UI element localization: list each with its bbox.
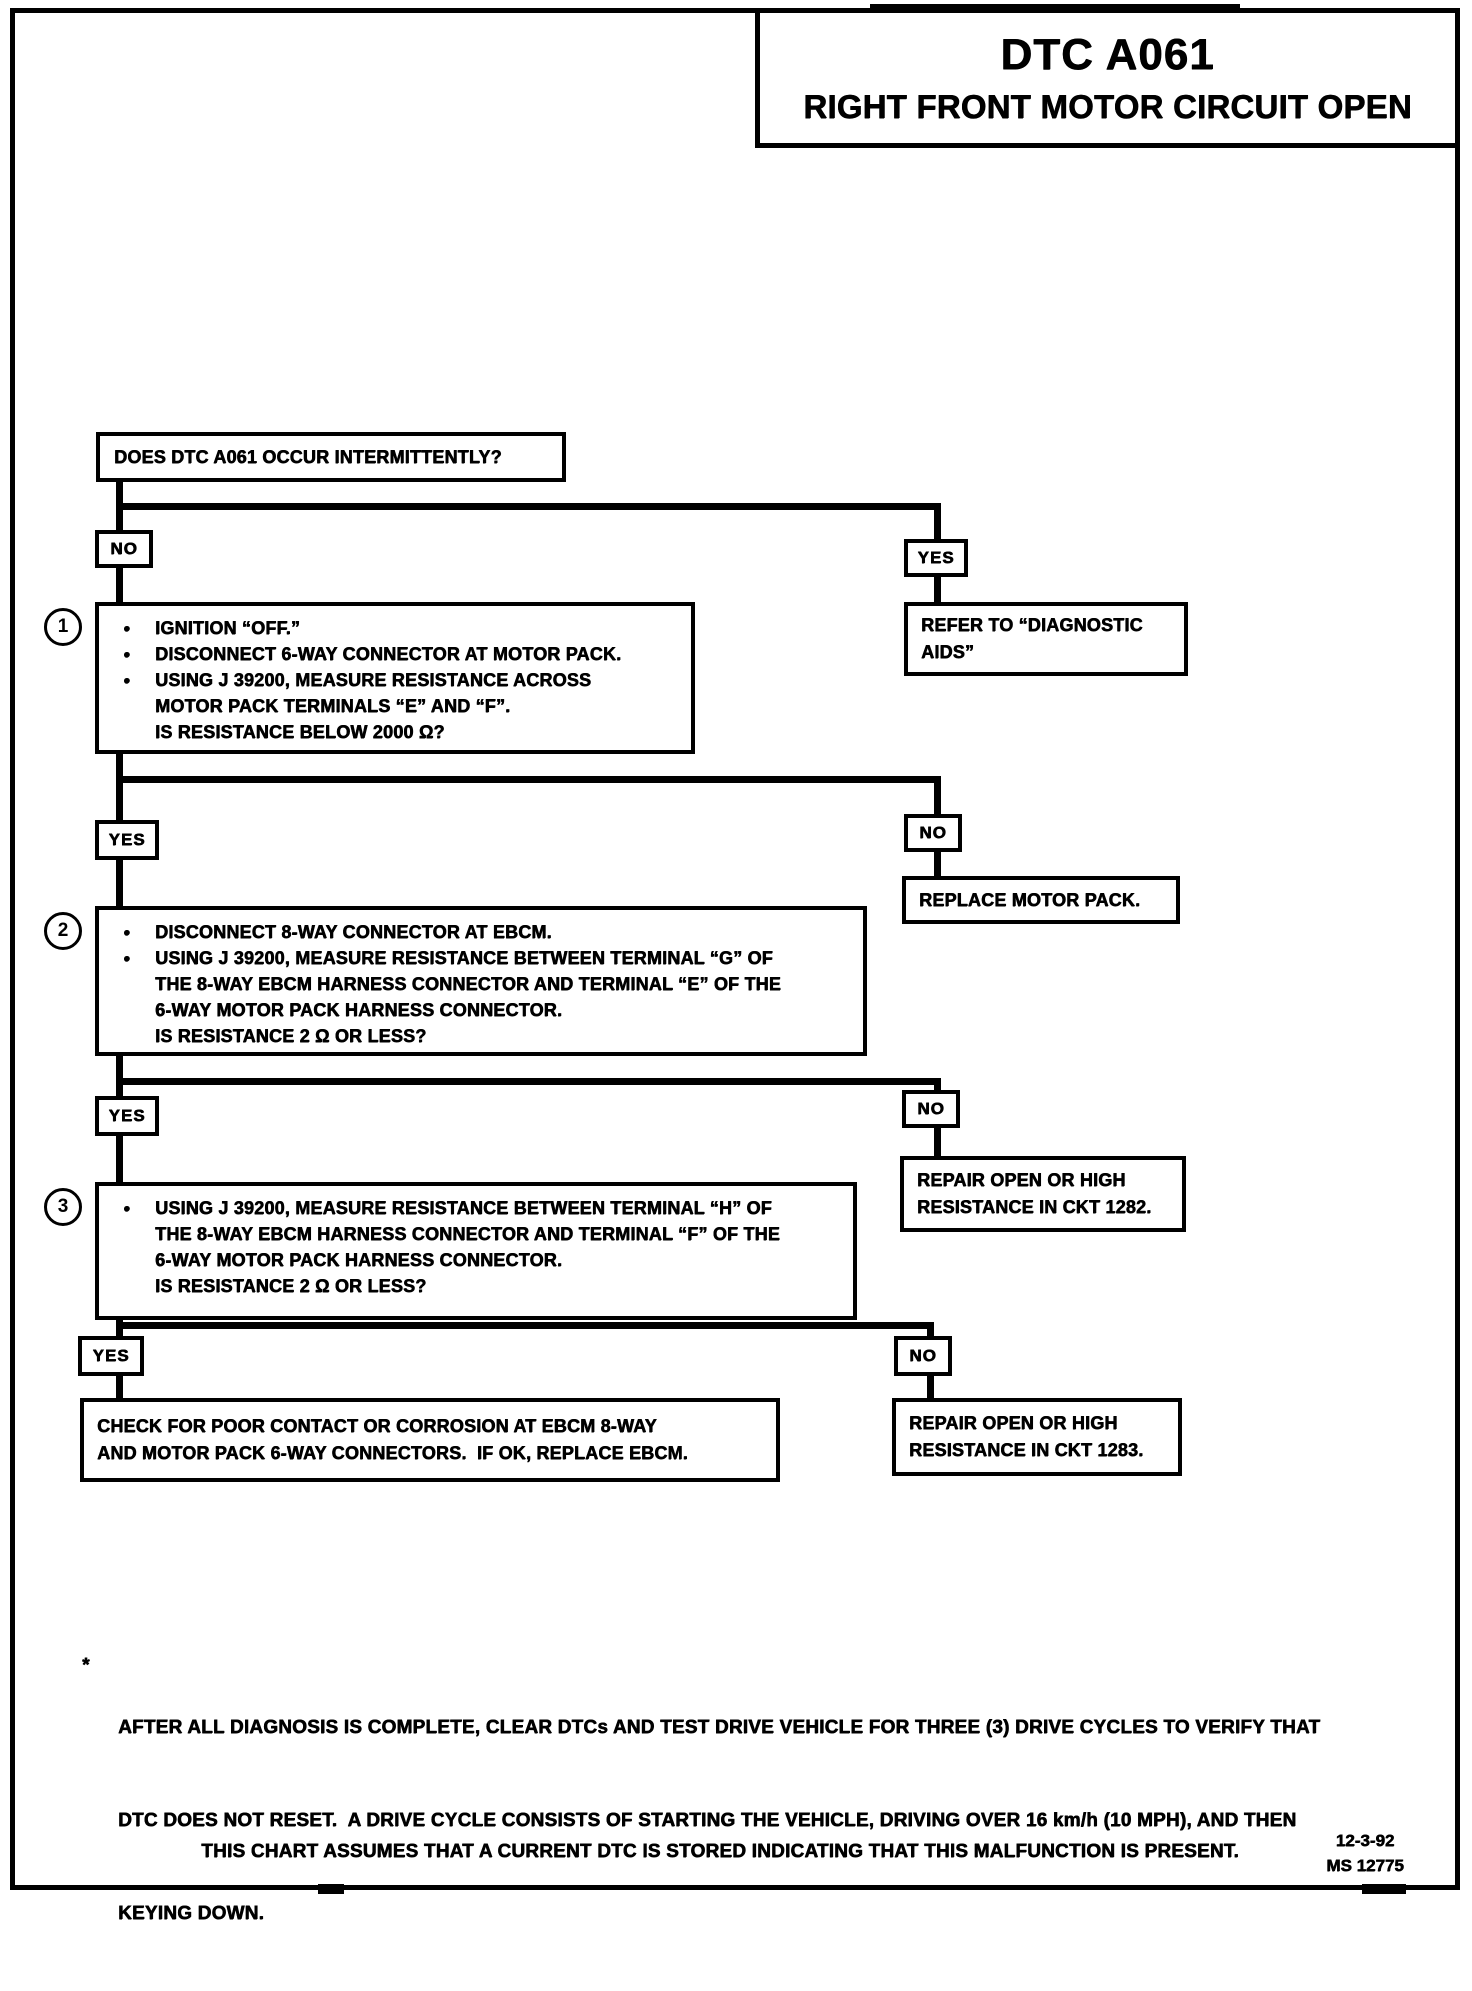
- connector: [934, 577, 941, 602]
- bullet-icon: [121, 1247, 155, 1273]
- bullet-icon: ●: [123, 673, 131, 687]
- yes-label-1: YES: [904, 539, 968, 577]
- scanned-page: { "title": { "code": "DTC A061", "name":…: [10, 4, 1460, 1924]
- step-2-line: THE 8-WAY EBCM HARNESS CONNECTOR AND TER…: [155, 974, 781, 994]
- bullet-icon: ●: [123, 925, 131, 939]
- connector: [116, 568, 123, 602]
- no-label-3: NO: [902, 1090, 960, 1128]
- replace-motor-pack-box: REPLACE MOTOR PACK.: [902, 876, 1180, 924]
- step-1-box: ● IGNITION “OFF.” ● DISCONNECT 6-WAY CONNE…: [95, 602, 695, 754]
- dtc-code-title: DTC A061: [1000, 30, 1215, 79]
- bullet-icon: ●: [123, 647, 131, 661]
- step-2-number: 2: [44, 912, 82, 950]
- question-box: DOES DTC A061 OCCUR INTERMITTENTLY?: [96, 432, 566, 482]
- step-2-box: ● DISCONNECT 8-WAY CONNECTOR AT EBCM. ● US…: [95, 906, 867, 1056]
- repair-ckt-1283-box: REPAIR OPEN OR HIGH RESISTANCE IN CKT 12…: [892, 1398, 1182, 1476]
- connector: [934, 1128, 941, 1156]
- connector: [927, 1376, 934, 1398]
- bullet-icon: [121, 997, 155, 1023]
- step-2-line: 6-WAY MOTOR PACK HARNESS CONNECTOR.: [155, 1000, 563, 1020]
- bullet-icon: ●: [123, 951, 131, 965]
- check-connectors-box: CHECK FOR POOR CONTACT OR CORROSION AT E…: [80, 1398, 780, 1482]
- step-3-line: USING J 39200, MEASURE RESISTANCE BETWEE…: [155, 1198, 772, 1218]
- footer-note: THIS CHART ASSUMES THAT A CURRENT DTC IS…: [201, 1841, 1239, 1862]
- connector: [934, 852, 941, 876]
- outcome-line: RESISTANCE IN CKT 1282.: [917, 1197, 1152, 1217]
- connector: [116, 503, 941, 510]
- outcome-line: RESISTANCE IN CKT 1283.: [909, 1440, 1144, 1460]
- connector: [927, 1322, 934, 1336]
- connector: [934, 1078, 941, 1090]
- step-3-box: ● USING J 39200, MEASURE RESISTANCE BETWE…: [95, 1182, 857, 1320]
- footnote-line: AFTER ALL DIAGNOSIS IS COMPLETE, CLEAR D…: [118, 1717, 1321, 1738]
- step-1-number: 1: [44, 608, 82, 646]
- step-3-line: IS RESISTANCE 2 Ω OR LESS?: [155, 1276, 427, 1296]
- page-border: [10, 8, 1460, 1890]
- bullet-icon: [121, 1023, 155, 1049]
- bullet-icon: ●: [123, 621, 131, 635]
- step-1-line: IS RESISTANCE BELOW 2000 Ω?: [155, 722, 445, 742]
- outcome-line: REPAIR OPEN OR HIGH: [909, 1413, 1118, 1433]
- refer-diagnostic-aids-box: REFER TO “DIAGNOSTIC AIDS”: [904, 602, 1188, 676]
- footnote: * AFTER ALL DIAGNOSIS IS COMPLETE, CLEAR…: [82, 1650, 1320, 1991]
- outcome-line: REPLACE MOTOR PACK.: [919, 889, 1141, 910]
- outcome-line: AND MOTOR PACK 6-WAY CONNECTORS. IF OK, …: [97, 1443, 688, 1463]
- outcome-line: CHECK FOR POOR CONTACT OR CORROSION AT E…: [97, 1416, 657, 1436]
- outcome-line: REFER TO “DIAGNOSTIC: [921, 615, 1143, 635]
- step-3-line: 6-WAY MOTOR PACK HARNESS CONNECTOR.: [155, 1250, 563, 1270]
- connector: [116, 1376, 123, 1398]
- footnote-line: DTC DOES NOT RESET. A DRIVE CYCLE CONSIS…: [118, 1810, 1297, 1831]
- dtc-name-title: RIGHT FRONT MOTOR CIRCUIT OPEN: [803, 88, 1412, 125]
- bullet-icon: [121, 1273, 155, 1299]
- step-1-line: USING J 39200, MEASURE RESISTANCE ACROSS: [155, 670, 592, 690]
- no-label-4: NO: [894, 1336, 952, 1376]
- footnote-line: KEYING DOWN.: [118, 1903, 264, 1924]
- no-label-1: NO: [95, 530, 153, 568]
- footer-doc-number: MS 12775: [1326, 1856, 1404, 1875]
- step-3-line: THE 8-WAY EBCM HARNESS CONNECTOR AND TER…: [155, 1224, 780, 1244]
- step-2-line: DISCONNECT 8-WAY CONNECTOR AT EBCM.: [155, 922, 552, 942]
- step-1-line: DISCONNECT 6-WAY CONNECTOR AT MOTOR PACK…: [155, 644, 622, 664]
- connector: [116, 1136, 123, 1182]
- footer-doc-id: 12-3-92 MS 12775: [1300, 1828, 1430, 1878]
- outcome-line: AIDS”: [921, 642, 975, 662]
- step-3-number: 3: [44, 1188, 82, 1226]
- step-1-line: IGNITION “OFF.”: [155, 618, 300, 638]
- connector: [116, 754, 123, 820]
- connector: [116, 1322, 934, 1329]
- connector: [116, 860, 123, 906]
- connector: [934, 503, 941, 539]
- scan-artifact: [1362, 1884, 1406, 1894]
- yes-label-4: YES: [78, 1336, 144, 1376]
- step-2-line: IS RESISTANCE 2 Ω OR LESS?: [155, 1026, 427, 1046]
- bullet-icon: [121, 1221, 155, 1247]
- connector: [116, 1078, 941, 1085]
- step-1-line: MOTOR PACK TERMINALS “E” AND “F”.: [155, 696, 511, 716]
- bullet-icon: [121, 693, 155, 719]
- yes-label-3: YES: [95, 1096, 159, 1136]
- bullet-icon: [121, 971, 155, 997]
- step-2-line: USING J 39200, MEASURE RESISTANCE BETWEE…: [155, 948, 773, 968]
- connector: [116, 1056, 123, 1096]
- yes-label-2: YES: [95, 820, 159, 860]
- bullet-icon: ●: [123, 1201, 131, 1215]
- title-block: DTC A061 RIGHT FRONT MOTOR CIRCUIT OPEN: [755, 8, 1460, 148]
- footnote-asterisk: *: [82, 1655, 90, 1676]
- no-label-2: NO: [904, 814, 962, 852]
- scan-artifact: [318, 1884, 344, 1894]
- bullet-icon: [121, 719, 155, 745]
- connector: [116, 776, 941, 783]
- connector: [934, 776, 941, 814]
- outcome-line: REPAIR OPEN OR HIGH: [917, 1170, 1126, 1190]
- repair-ckt-1282-box: REPAIR OPEN OR HIGH RESISTANCE IN CKT 12…: [900, 1156, 1186, 1232]
- footer-date: 12-3-92: [1335, 1831, 1395, 1850]
